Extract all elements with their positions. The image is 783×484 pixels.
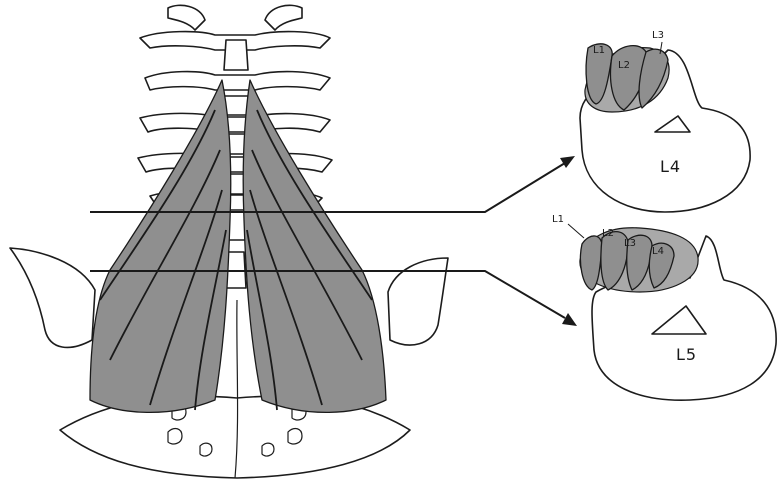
l5-label-l3: L3 [624, 238, 636, 249]
l5-vertebra-label: L5 [676, 345, 697, 364]
l5-l1-leader [568, 224, 584, 238]
l4-cross-section: L1 L2 L3 L4 [580, 30, 750, 212]
l5-label-l4: L4 [652, 246, 664, 257]
left-iliac-crest [10, 248, 95, 347]
l5-label-l1: L1 [552, 214, 564, 225]
l4-vertebra-label: L4 [660, 157, 681, 176]
l4-label-l1: L1 [593, 45, 605, 56]
lumbar-spine-posterior-view [10, 5, 577, 478]
l4-label-l2: L2 [618, 60, 630, 71]
l5-cross-section: L1 L2 L3 L4 L5 [552, 214, 776, 400]
lower-arrow-head [562, 313, 577, 326]
upper-arrow-head [560, 156, 575, 168]
l5-label-l2: L2 [602, 228, 614, 239]
l4-label-l3: L3 [652, 30, 664, 41]
